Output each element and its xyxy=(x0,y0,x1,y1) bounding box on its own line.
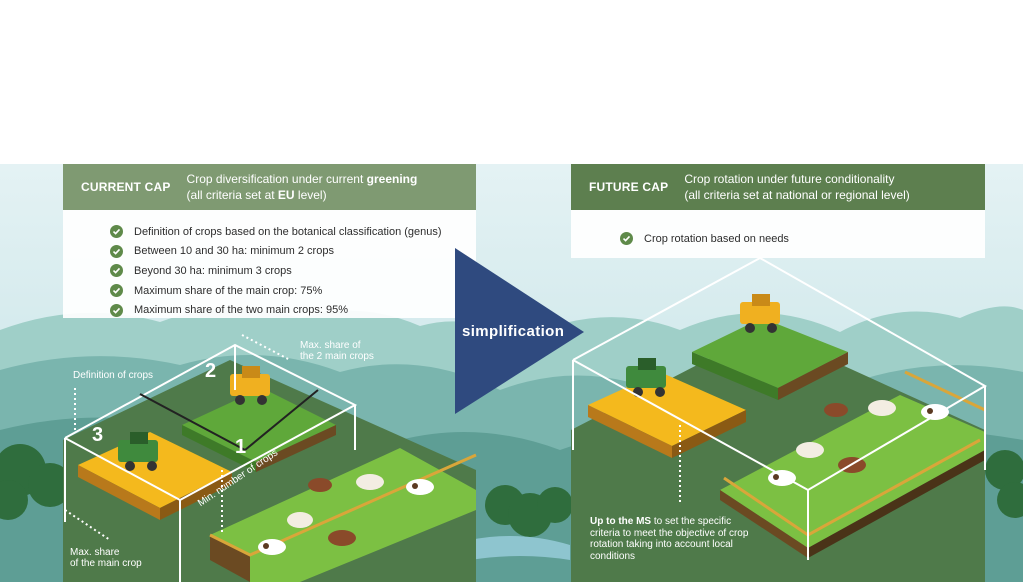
check-icon xyxy=(110,264,123,278)
river xyxy=(470,536,570,560)
right-text-panel xyxy=(571,210,985,258)
criteria-item: Between 10 and 30 ha: minimum 2 crops xyxy=(110,242,442,262)
right-wireframe xyxy=(572,256,987,560)
future-cap-tag: FUTURE CAP xyxy=(589,180,669,194)
current-criteria-list: Definition of crops based on the botanic… xyxy=(110,222,442,320)
field-corn-right-side2 xyxy=(778,352,848,400)
field-corn-right-side xyxy=(692,352,778,400)
harvester-left-yellow xyxy=(230,366,270,405)
criteria-item: Maximum share of the main crop: 75% xyxy=(110,281,442,301)
field-3-side2 xyxy=(160,472,232,520)
pasture-right-side xyxy=(720,490,808,558)
harvester-left-green xyxy=(118,432,158,471)
pasture-left-side xyxy=(210,535,250,582)
left-dotted-guides xyxy=(64,334,291,541)
future-cap-subtitle: Crop rotation under future conditionalit… xyxy=(684,172,910,202)
field-2-side2 xyxy=(256,425,336,472)
harvester-right-yellow xyxy=(740,294,780,333)
left-text-panel xyxy=(63,210,476,318)
current-cap-subtitle: Crop diversification under current green… xyxy=(186,172,418,202)
field-number-3: 3 xyxy=(92,424,104,446)
simplification-arrow xyxy=(455,248,584,414)
check-icon xyxy=(110,284,123,298)
criteria-item: Maximum share of the two main crops: 95% xyxy=(110,300,442,320)
annotation-definition-of-crops: Definition of crops xyxy=(73,370,154,381)
future-criteria-item: Crop rotation based on needs xyxy=(620,232,789,245)
simplification-label: simplification xyxy=(462,323,565,340)
annotation-max-share-two: Max. share of the 2 main crops xyxy=(300,340,374,362)
check-icon xyxy=(620,232,633,245)
field-wheat-right-side2 xyxy=(672,410,746,458)
check-icon xyxy=(110,244,123,258)
field-wheat-right-side xyxy=(588,405,672,458)
future-cap-header: FUTURE CAP Crop rotation under future co… xyxy=(571,164,985,210)
criteria-item: Beyond 30 ha: minimum 3 crops xyxy=(110,261,442,281)
check-icon xyxy=(110,225,123,239)
field-corn-right-top xyxy=(692,318,848,388)
field-number-1: 1 xyxy=(235,436,247,458)
field-3-side xyxy=(78,465,160,520)
member-state-note: Up to the MS to set the specific criteri… xyxy=(590,516,749,562)
left-wireframe xyxy=(64,343,358,582)
pasture-right-side2 xyxy=(808,450,985,558)
trees xyxy=(0,444,1023,537)
current-cap-tag: CURRENT CAP xyxy=(81,180,171,194)
criteria-item: Definition of crops based on the botanic… xyxy=(110,222,442,242)
harvester-right-green xyxy=(626,358,666,397)
current-cap-header: CURRENT CAP Crop diversification under c… xyxy=(63,164,476,210)
field-2-side xyxy=(182,425,256,472)
cows-left xyxy=(258,474,434,555)
field-number-2: 2 xyxy=(205,360,217,382)
fence-right-back xyxy=(904,370,986,412)
annotation-max-share-main: Max. share of the main crop xyxy=(70,547,142,569)
fence-left xyxy=(209,453,477,557)
check-icon xyxy=(110,303,123,317)
